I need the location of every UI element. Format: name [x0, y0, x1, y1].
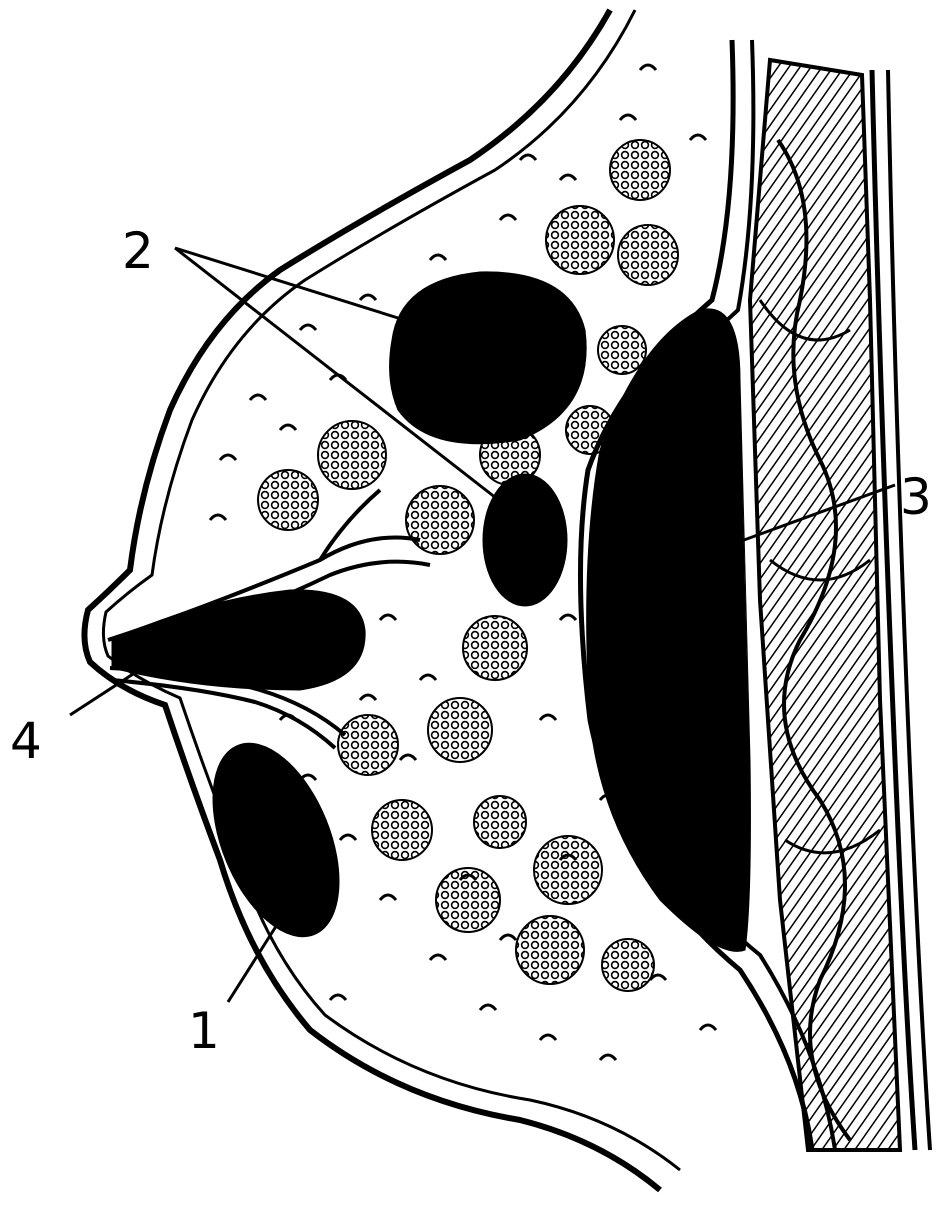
leader-line-1	[228, 920, 280, 1002]
callout-label-2: 2	[122, 226, 154, 276]
callout-label-3: 3	[900, 472, 932, 522]
dark-masses	[112, 272, 750, 955]
callout-label-1: 1	[188, 1006, 220, 1056]
mass-retromammary	[587, 309, 751, 952]
callout-label-4: 4	[10, 716, 42, 766]
mass-large-upper	[390, 272, 587, 444]
mass-small-middle	[483, 474, 567, 606]
mass-retroareolar	[112, 590, 365, 690]
leader-line-2a	[175, 248, 398, 318]
